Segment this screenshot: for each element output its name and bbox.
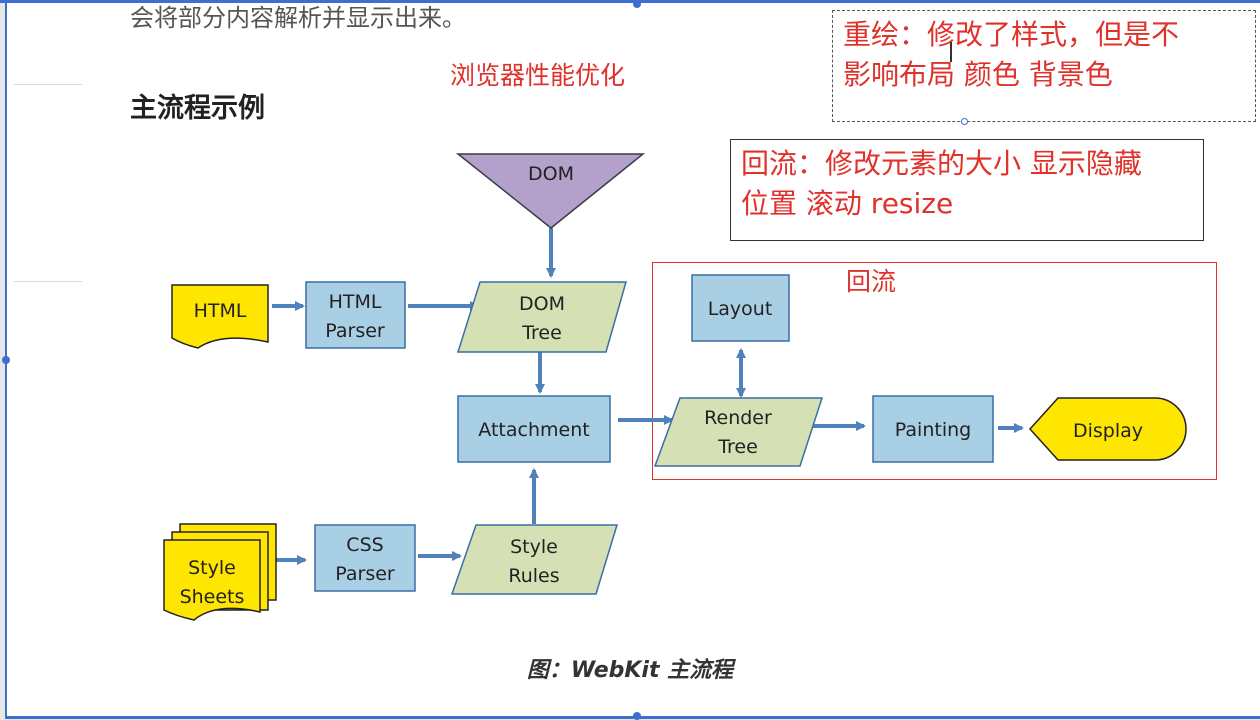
css-parser-label-1: CSS <box>346 534 383 556</box>
css-parser-label-2: Parser <box>335 563 395 585</box>
layout-label: Layout <box>708 298 773 320</box>
display-node: Display <box>1028 397 1187 461</box>
painting-label: Painting <box>895 419 971 441</box>
style-rules-label-1: Style <box>510 536 558 558</box>
textbox-handle[interactable] <box>961 118 968 125</box>
style-sheets-label-2: Sheets <box>180 586 245 608</box>
repaint-line-1: 重绘：修改了样式，但是不 <box>843 18 1180 51</box>
intro-text: 会将部分内容解析并显示出来。 <box>130 4 466 32</box>
style-rules-label-2: Rules <box>508 565 559 587</box>
text-cursor <box>950 42 952 62</box>
reflow-region-label: 回流 <box>846 267 897 296</box>
repaint-note-box[interactable]: 重绘：修改了样式，但是不 影响布局 颜色 背景色 <box>832 10 1256 122</box>
flow-arrows <box>272 228 1024 565</box>
reflow-region-box <box>652 262 1217 480</box>
left-divider <box>14 281 82 282</box>
left-divider <box>14 84 82 85</box>
attachment-label: Attachment <box>478 419 589 441</box>
dom-tree-label-2: Tree <box>521 322 562 344</box>
render-tree-label-1: Render <box>704 407 772 429</box>
html-label: HTML <box>194 300 247 322</box>
display-label: Display <box>1073 420 1143 442</box>
resize-handle-bottom[interactable] <box>633 712 641 720</box>
repaint-line-2: 影响布局 颜色 背景色 <box>843 58 1113 91</box>
dom-tree-node: DOM Tree <box>456 281 627 353</box>
figure-caption: 图：WebKit 主流程 <box>526 658 734 683</box>
css-parser-node: CSS Parser <box>314 524 416 592</box>
dom-node: DOM <box>455 153 646 229</box>
painting-node: Painting <box>872 395 994 463</box>
render-tree-node: Render Tree <box>653 397 824 467</box>
layout-node: Layout <box>691 274 790 342</box>
reflow-note-box[interactable]: 回流：修改元素的大小 显示隐藏 位置 滚动 resize <box>730 139 1204 241</box>
reflow-line-2: 位置 滚动 resize <box>741 187 954 220</box>
section-heading: 主流程示例 <box>130 93 265 124</box>
resize-handle-top[interactable] <box>633 0 641 8</box>
resize-handle-left[interactable] <box>2 356 10 364</box>
reflow-line-1: 回流：修改元素的大小 显示隐藏 <box>741 147 1142 180</box>
style-rules-node: Style Rules <box>450 524 619 595</box>
dom-label: DOM <box>528 163 574 185</box>
style-sheets-node: Style Sheets <box>163 523 277 621</box>
html-parser-node: HTML Parser <box>305 281 406 349</box>
dom-tree-label-1: DOM <box>519 293 565 315</box>
style-sheets-label-1: Style <box>188 557 236 579</box>
attachment-node: Attachment <box>457 395 611 463</box>
selection-top-edge <box>0 0 1260 3</box>
html-parser-label-2: Parser <box>325 320 385 342</box>
render-tree-label-2: Tree <box>717 436 758 458</box>
html-parser-label-1: HTML <box>329 291 382 313</box>
browser-perf-note: 浏览器性能优化 <box>450 61 626 90</box>
html-document-node: HTML <box>171 284 269 349</box>
